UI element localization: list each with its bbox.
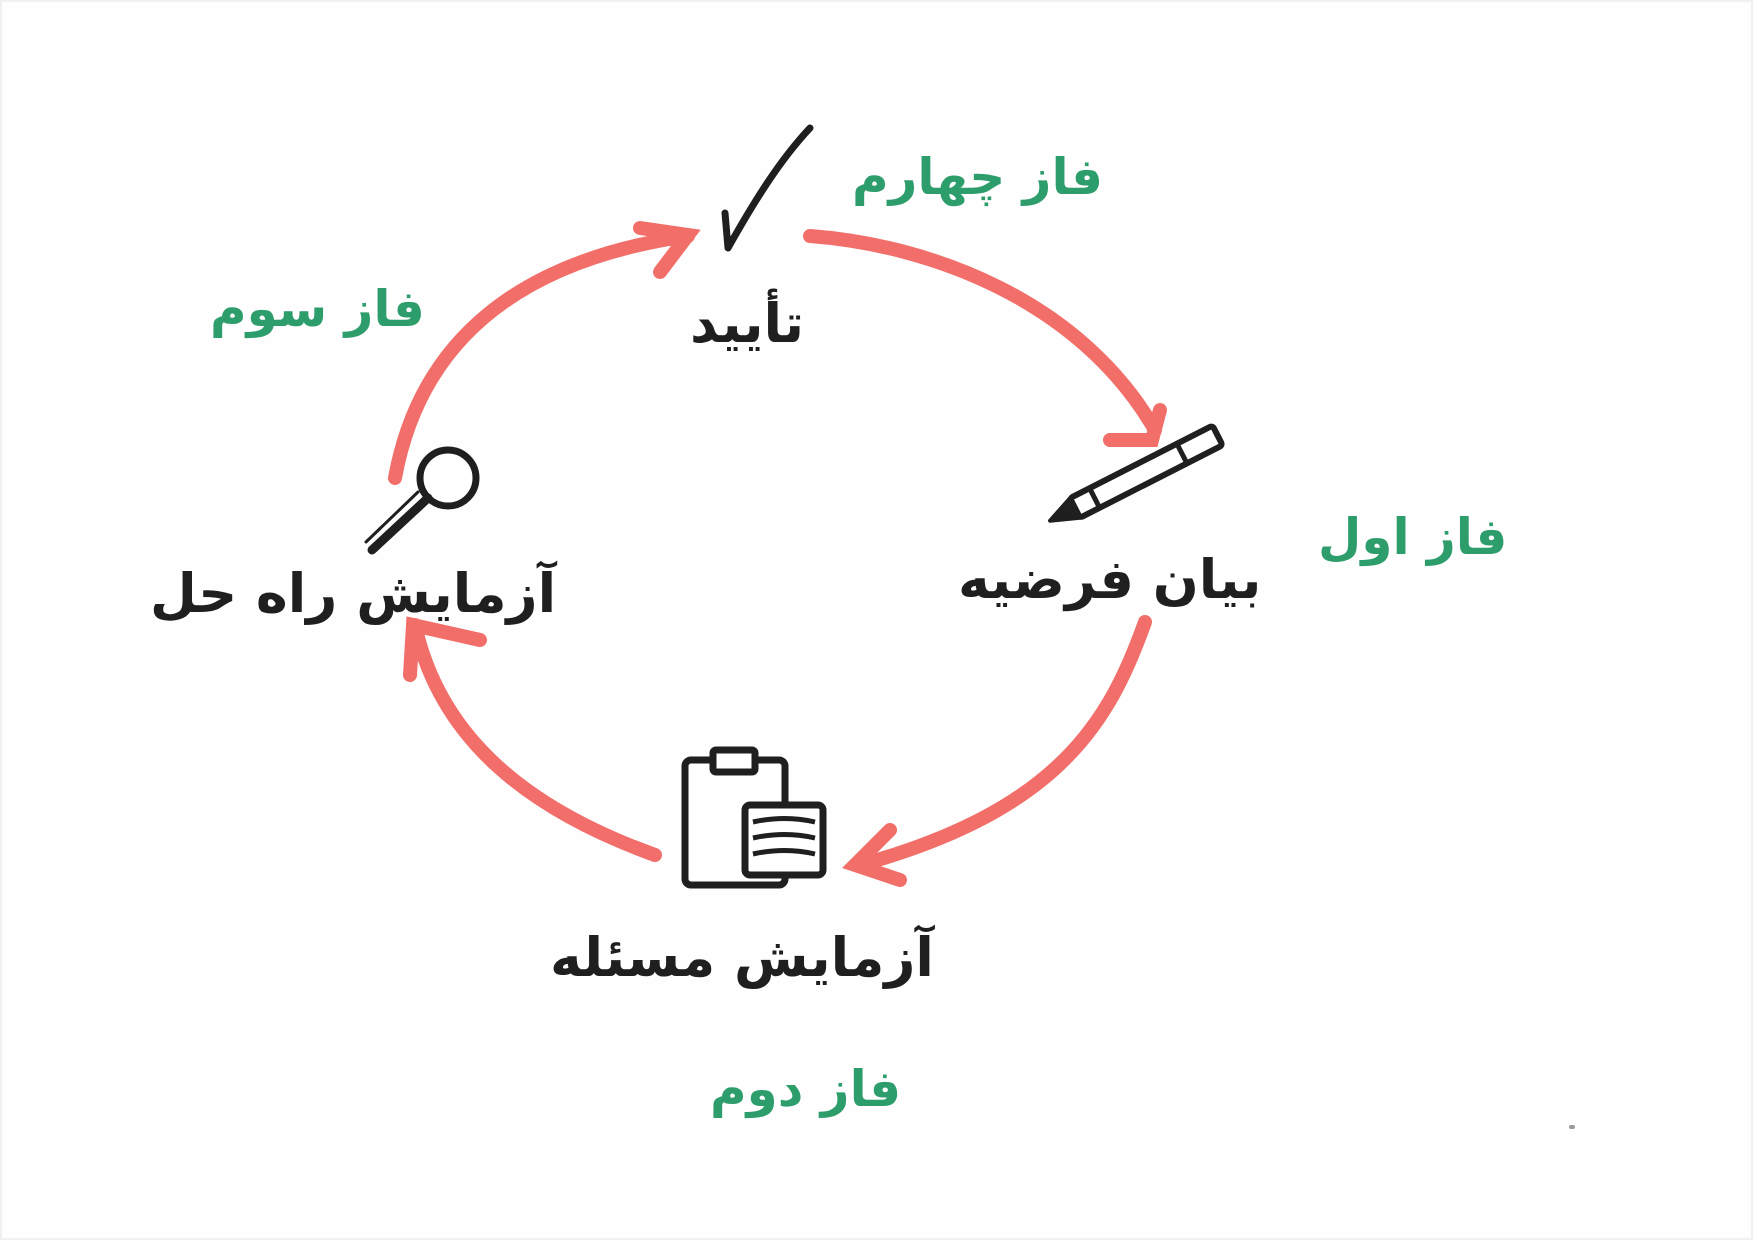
arrow-solution-test-to-confirmation <box>388 221 701 485</box>
magnifier-icon <box>364 446 480 555</box>
phase-label-1: فاز اول <box>1318 508 1508 566</box>
arrow-confirmation-to-statement <box>803 229 1167 447</box>
step-label-confirmation: تأیید <box>690 292 805 355</box>
clipboard-icon <box>681 746 827 889</box>
phase-label-2: فاز دوم <box>710 1060 902 1118</box>
checkmark-icon <box>721 124 814 252</box>
arrow-statement-to-problem-test <box>842 615 1152 887</box>
step-label-problem-statement: بیان فرضیه <box>958 548 1262 611</box>
arrow-problem-test-to-solution-test <box>403 616 662 862</box>
phase-label-4: فاز چهارم <box>852 148 1103 206</box>
step-label-problem-test: آزمایش مسئله <box>550 926 934 989</box>
step-label-solution-test: آزمایش راه حل <box>150 562 557 625</box>
phase-label-3: فاز سوم <box>210 280 425 338</box>
pen-icon <box>1048 423 1225 523</box>
paper-speck <box>1569 1125 1575 1129</box>
